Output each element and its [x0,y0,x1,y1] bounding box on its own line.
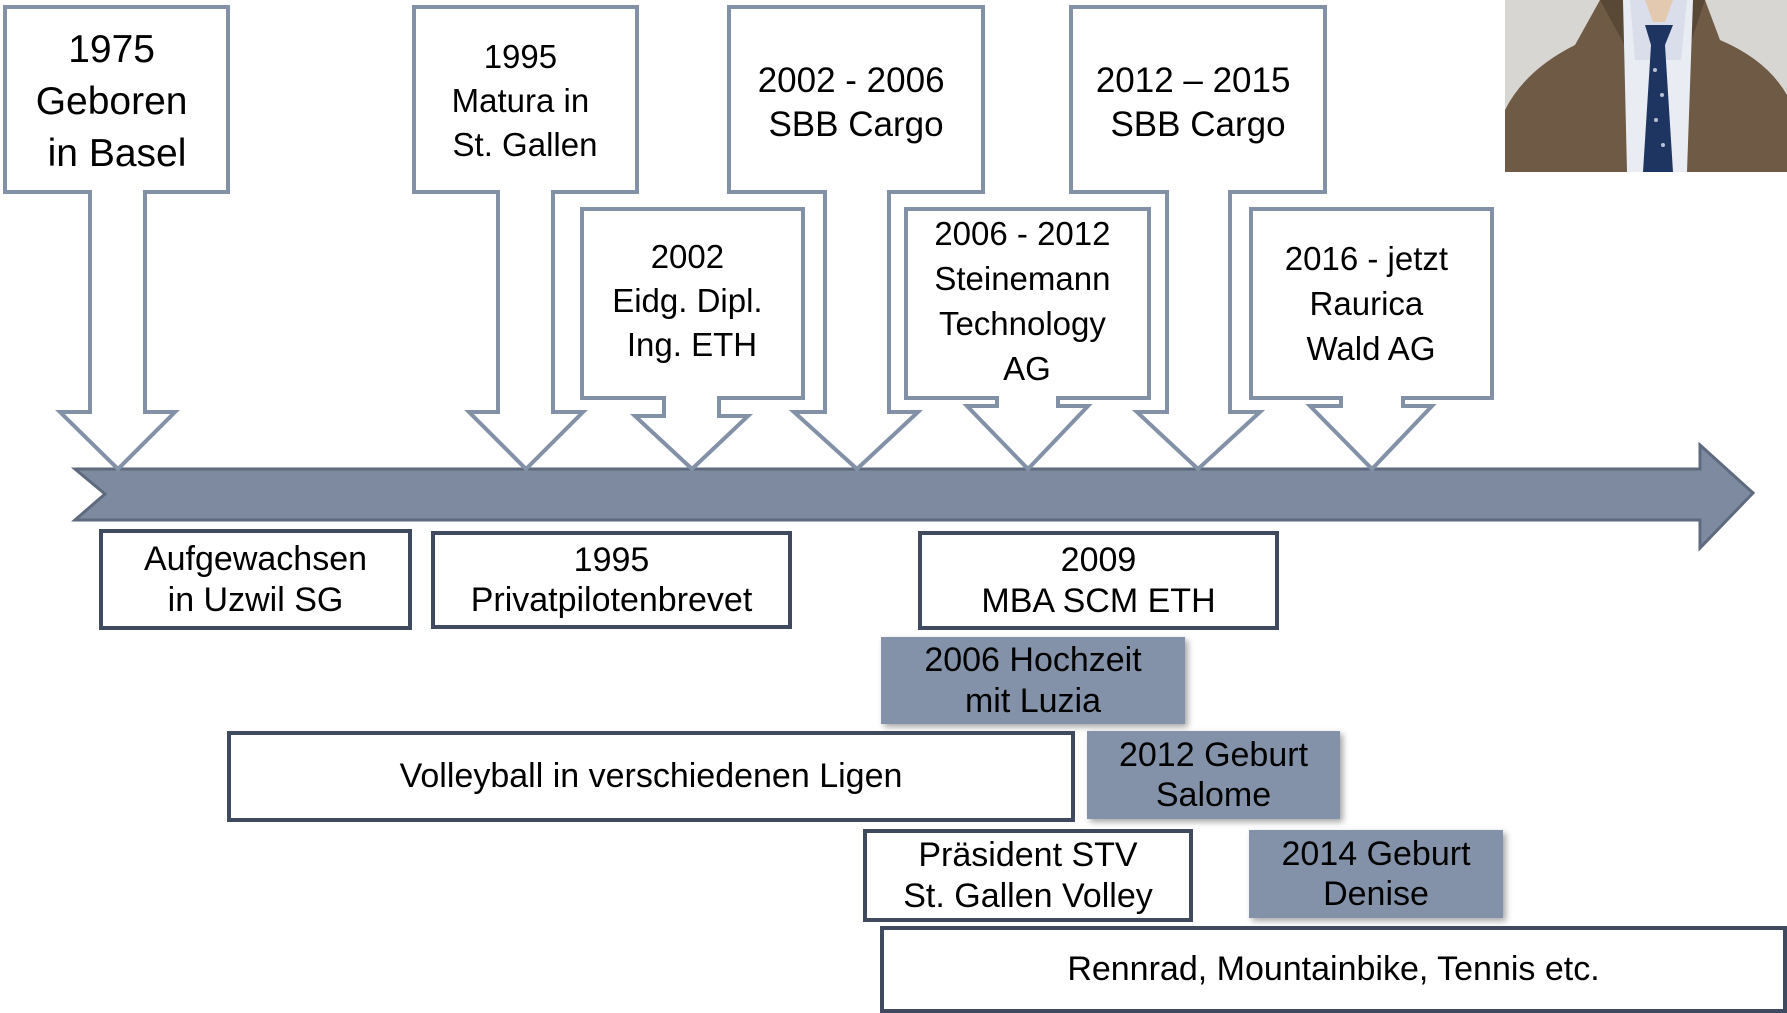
callout-line: Wald AG [1307,330,1436,367]
callout-line: Technology [939,305,1106,342]
callout-line: St. Gallen [453,126,598,163]
svg-text:2012 – 2015 SBB Cargo: 2012 – 2015 SBB Cargo [1096,61,1300,144]
box-president: Präsident STV St. Gallen Volley [863,829,1193,922]
callout-line: 2002 [651,238,724,275]
svg-text:2002 Eidg. Dipl. I: 2002 Eidg. Dipl. Ing. ETH [612,238,772,363]
svg-text:1975 Geboren in Ba: 1975 Geboren in Basel [36,28,199,175]
callout-line: SBB Cargo [768,105,943,144]
callout-line: 2012 – 2015 [1096,61,1291,100]
portrait-photo [1505,0,1787,172]
callout-line: AG [1003,350,1051,387]
event-birth-salome: 2012 Geburt Salome [1087,731,1340,819]
callout-line: 2002 - 2006 [758,61,945,100]
callout-line: Steinemann [934,260,1110,297]
callout-1995-matura: 1995 Matura in St. Gallen [412,5,639,472]
box-sports: Rennrad, Mountainbike, Tennis etc. [880,926,1787,1013]
svg-text:2006 - 2012 Steinemann: 2006 - 2012 Steinemann Technology AG [934,215,1119,387]
callout-line: 1975 [68,28,155,71]
callout-2002-diploma: 2002 Eidg. Dipl. Ing. ETH [580,207,805,472]
callout-2006-2012-steinemann: 2006 - 2012 Steinemann Technology AG [904,207,1151,472]
box-pilot-license: 1995 Privatpilotenbrevet [431,531,792,629]
callout-line: SBB Cargo [1110,105,1285,144]
callout-line: Ing. ETH [627,326,757,363]
event-birth-denise: 2014 Geburt Denise [1249,830,1503,918]
callout-2012-2015-sbb: 2012 – 2015 SBB Cargo [1069,5,1327,472]
box-mba: 2009 MBA SCM ETH [918,531,1279,630]
callout-line: in Basel [48,132,187,175]
callout-line: Eidg. Dipl. [612,282,762,319]
callout-line: 1995 [484,38,557,75]
event-wedding: 2006 Hochzeit mit Luzia [881,637,1185,724]
callout-line: Geboren [36,80,188,123]
svg-text:2016 - jetzt Raurica: 2016 - jetzt Raurica Wald AG [1285,240,1457,367]
callout-2016-now-raurica: 2016 - jetzt Raurica Wald AG [1249,207,1494,472]
svg-text:2002 - 2006 SBB Cargo: 2002 - 2006 SBB Cargo [758,61,955,144]
callout-line: 2016 - jetzt [1285,240,1448,277]
callout-line: 2006 - 2012 [934,215,1110,252]
callout-line: Raurica [1310,285,1424,322]
timeline-arrow [70,441,1756,552]
box-volleyball: Volleyball in verschiedenen Ligen [227,731,1075,822]
svg-text:1995 Matura in St.: 1995 Matura in St. Gallen [452,38,599,163]
callout-line: Matura in [452,82,590,119]
callout-2002-2006-sbb: 2002 - 2006 SBB Cargo [727,5,985,472]
callout-1975-born: 1975 Geboren in Basel [3,5,230,472]
box-uzwil: Aufgewachsen in Uzwil SG [99,529,412,630]
